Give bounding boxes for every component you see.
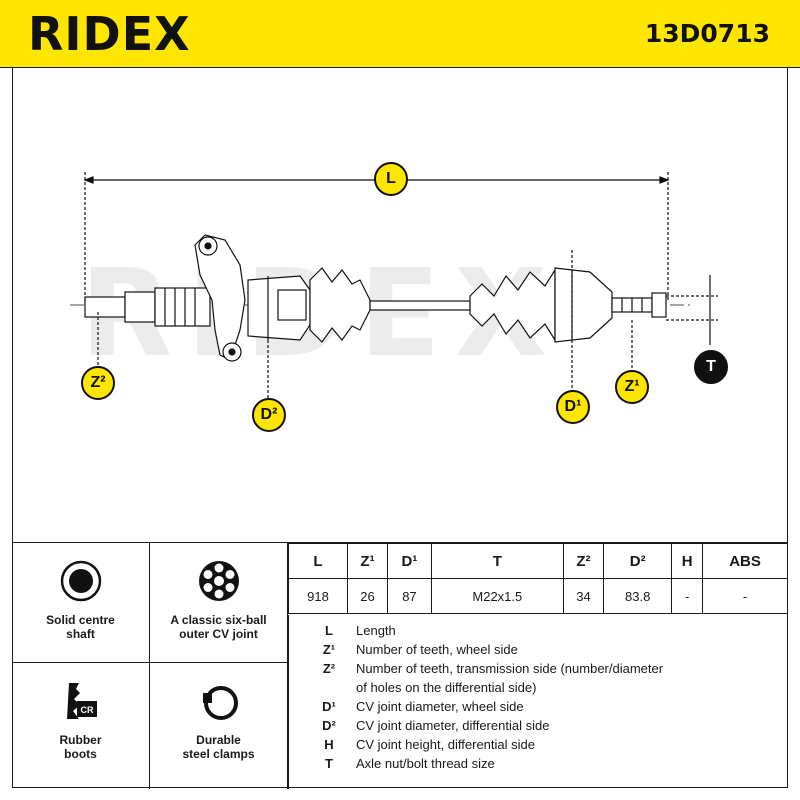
inner-boot bbox=[309, 267, 371, 343]
legend-text: Axle nut/bolt thread size bbox=[356, 756, 495, 771]
outer-cv-joint bbox=[554, 267, 613, 343]
legend-text: Number of teeth, wheel side bbox=[356, 642, 518, 657]
solid-shaft-icon bbox=[60, 560, 101, 602]
transmission-spline bbox=[84, 296, 126, 318]
outer-boot bbox=[469, 267, 556, 343]
legend-key: H bbox=[324, 737, 334, 752]
spec-table-value-row: 918 26 87 M22x1.5 34 83.8 - - bbox=[288, 578, 788, 614]
part-number: 13D0713 bbox=[644, 19, 770, 48]
legend-key: L bbox=[325, 623, 333, 638]
rubber-boot-icon: CR bbox=[66, 683, 97, 719]
legend-row: Z² Number of teeth, transmission side (n… bbox=[289, 659, 789, 678]
legend-row: D¹ CV joint diameter, wheel side bbox=[289, 697, 789, 716]
feature-label-line2: boots bbox=[64, 747, 97, 761]
legend-key: Z¹ bbox=[322, 642, 336, 657]
callout-d2: D² bbox=[252, 398, 286, 432]
spec-header: T bbox=[430, 543, 564, 579]
boot-material-code: CR bbox=[80, 705, 93, 715]
legend-row: H CV joint height, differential side bbox=[289, 735, 789, 754]
feature-label-line2: steel clamps bbox=[182, 747, 255, 761]
legend-key: D¹ bbox=[322, 699, 336, 714]
feature-steel-clamps: Durable steel clamps bbox=[150, 663, 288, 789]
legend-row: L Length bbox=[289, 621, 789, 640]
spec-value: 83.8 bbox=[603, 578, 673, 614]
feature-solid-shaft: Solid centre shaft bbox=[12, 543, 150, 663]
steel-clamp-icon bbox=[202, 686, 238, 720]
spec-value: 26 bbox=[346, 578, 389, 614]
six-ball-joint-icon bbox=[198, 561, 239, 601]
legend-row: Z¹ Number of teeth, wheel side bbox=[289, 640, 789, 659]
header-bar: RIDEX 13D0713 bbox=[0, 0, 800, 68]
spec-value: 34 bbox=[562, 578, 605, 614]
feature-label-line2: outer CV joint bbox=[179, 627, 258, 641]
legend-row: of holes on the differential side) bbox=[289, 678, 789, 697]
drive-shaft-drawing bbox=[70, 172, 718, 400]
legend-text: Number of teeth, transmission side (numb… bbox=[356, 661, 664, 676]
callout-thread: T bbox=[694, 350, 728, 384]
spec-value: M22x1.5 bbox=[430, 578, 564, 614]
legend-text: CV joint diameter, wheel side bbox=[356, 699, 524, 714]
spec-header: H bbox=[671, 543, 704, 579]
legend-text: Length bbox=[356, 623, 396, 638]
feature-label-line1: A classic six-ball bbox=[170, 613, 267, 627]
legend-key: Z² bbox=[322, 661, 336, 676]
spec-header: L bbox=[288, 543, 348, 579]
legend-text: CV joint height, differential side bbox=[356, 737, 535, 752]
callout-z2: Z² bbox=[81, 366, 115, 400]
feature-rubber-boots: CR Rubber boots bbox=[12, 663, 150, 789]
spec-header: D² bbox=[603, 543, 673, 579]
legend-row: D² CV joint diameter, differential side bbox=[289, 716, 789, 735]
specification-section: Solid centre shaft A classic six-ball ou… bbox=[12, 542, 788, 789]
feature-label-line1: Solid centre bbox=[46, 613, 115, 627]
legend-key: T bbox=[325, 756, 333, 771]
inner-joint-housing bbox=[154, 287, 211, 327]
callout-z1: Z¹ bbox=[615, 370, 649, 404]
legend: L Length Z¹ Number of teeth, wheel side … bbox=[288, 615, 789, 789]
brand-logo: RIDEX bbox=[28, 7, 191, 61]
spec-header: ABS bbox=[702, 543, 788, 579]
spec-value: 87 bbox=[387, 578, 432, 614]
spec-value: - bbox=[702, 578, 788, 614]
feature-six-ball-joint: A classic six-ball outer CV joint bbox=[150, 543, 288, 663]
sheet-frame bbox=[12, 68, 788, 788]
legend-key: D² bbox=[322, 718, 336, 733]
spec-header: D¹ bbox=[387, 543, 432, 579]
feature-label-line1: Rubber bbox=[59, 733, 102, 747]
spec-header: Z¹ bbox=[346, 543, 389, 579]
legend-text: of holes on the differential side) bbox=[356, 680, 537, 695]
feature-label-line2: shaft bbox=[66, 627, 95, 641]
callout-length: L bbox=[374, 162, 408, 196]
callout-d1: D¹ bbox=[556, 390, 590, 424]
spec-table-header-row: L Z¹ D¹ T Z² D² H ABS bbox=[288, 543, 788, 579]
spec-table: L Z¹ D¹ T Z² D² H ABS 918 26 87 M22x1.5 … bbox=[288, 543, 788, 614]
legend-text: CV joint diameter, differential side bbox=[356, 718, 550, 733]
feature-label-line1: Durable bbox=[196, 733, 241, 747]
spec-header: Z² bbox=[562, 543, 605, 579]
centre-shaft bbox=[369, 300, 471, 311]
legend-row: T Axle nut/bolt thread size bbox=[289, 754, 789, 773]
spec-value: 918 bbox=[288, 578, 348, 614]
spec-value: - bbox=[671, 578, 704, 614]
